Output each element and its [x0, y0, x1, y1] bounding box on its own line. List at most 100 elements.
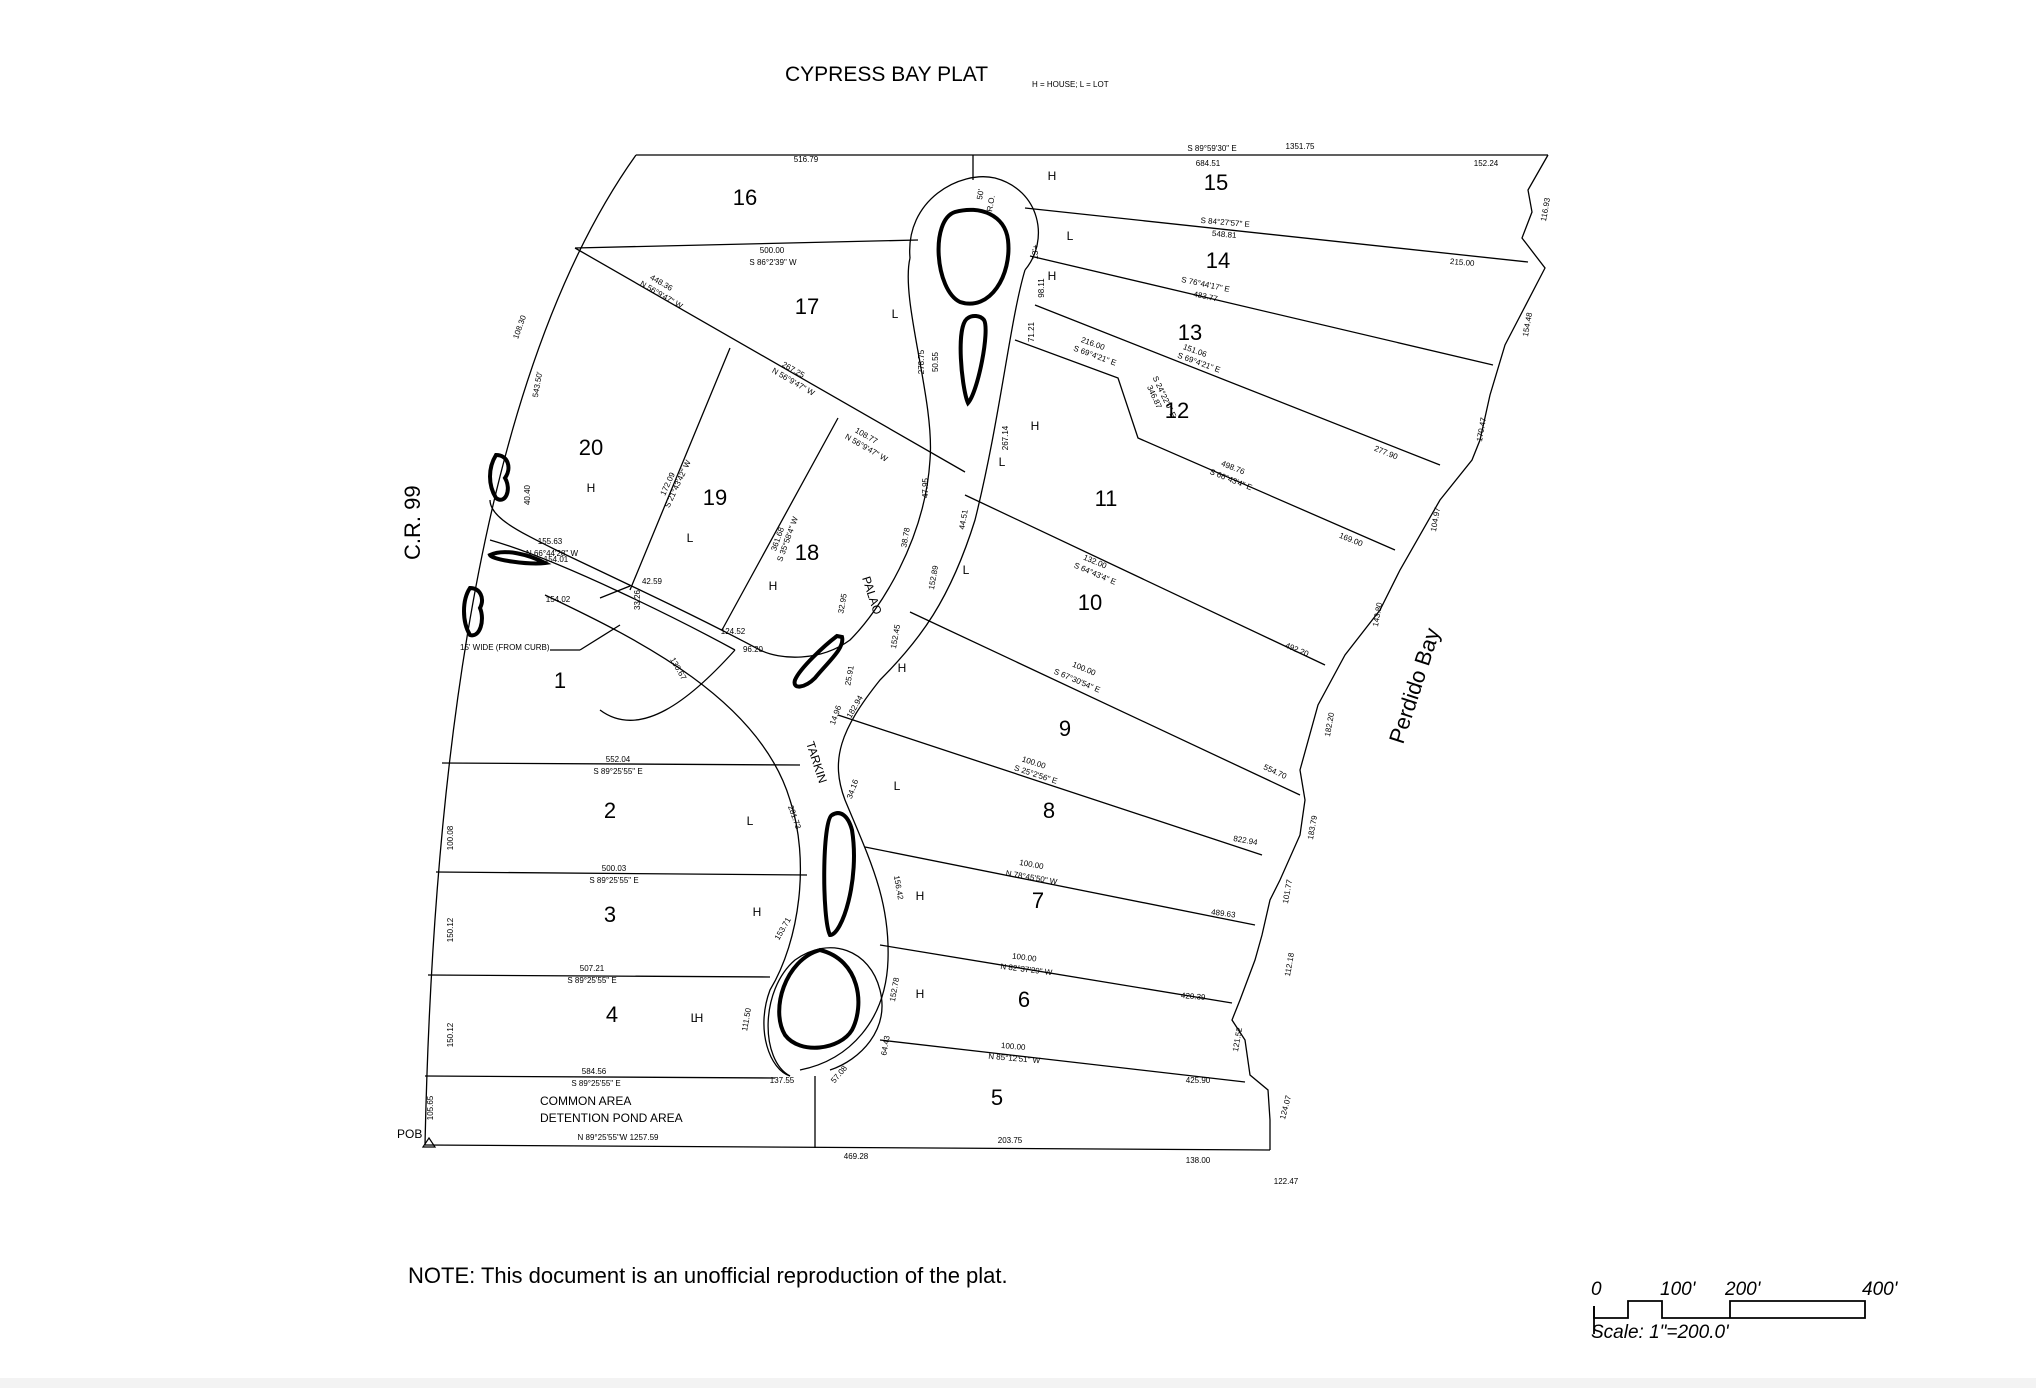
- bearing-label: 154.48: [1521, 311, 1534, 337]
- bearing-label: 469.28: [844, 1152, 869, 1161]
- bearing-label: 40.40: [523, 484, 532, 505]
- road-label: C.R. 99: [400, 485, 425, 560]
- hl-mark: L: [892, 307, 899, 321]
- lot-lines: [424, 155, 1529, 1148]
- bearing-label: 150.12: [446, 917, 455, 942]
- bearing-label: 130.67: [668, 656, 688, 682]
- lot-number: 8: [1043, 798, 1055, 823]
- bearing-label: 98.11: [1037, 278, 1046, 298]
- bearing-label: 277.90: [1373, 444, 1400, 462]
- bearing-label: 64.43: [879, 1034, 891, 1056]
- bearing-label: 152.89: [927, 564, 940, 590]
- bearing-label: 215.00: [1450, 257, 1476, 268]
- bearing-label: 44.51: [957, 508, 969, 530]
- bearing-label: 112.18: [1283, 951, 1296, 977]
- bearing-label: N 89°25'55"W 1257.59: [578, 1133, 660, 1142]
- bearing-label: 152.78: [888, 976, 901, 1002]
- bearing-label: 154.02: [546, 595, 571, 604]
- hl-mark: L: [999, 455, 1006, 469]
- bearing-label: 822.94: [1233, 834, 1259, 847]
- bearing-label: 483.77: [1193, 290, 1219, 304]
- scale-label: Scale: 1"=200.0': [1591, 1322, 1730, 1343]
- bearing-label: 100.00: [1001, 1041, 1027, 1052]
- hl-mark: H: [898, 661, 907, 675]
- legend-text: H = HOUSE; L = LOT: [1032, 80, 1109, 89]
- outer-boundary: [424, 154, 1549, 1151]
- bearing-label: 100.00: [1019, 858, 1045, 871]
- bearing-label: 169.00: [1338, 531, 1365, 549]
- bearing-label: S 89°25'55" E: [567, 976, 616, 985]
- bearing-label: 138.00: [1186, 1156, 1211, 1165]
- bearing-label: 183.79: [1306, 814, 1319, 840]
- bearing-label: 121.52: [1231, 1026, 1244, 1052]
- hl-mark: H: [587, 481, 596, 495]
- bearing-label: 124.52: [721, 627, 746, 636]
- bearing-label: 492.20: [1284, 641, 1311, 659]
- scale-tick-400: 400': [1862, 1279, 1899, 1300]
- bearing-label: 108.30: [511, 314, 528, 341]
- bearing-label: 25.91: [843, 664, 855, 686]
- bearing-label: S 84°27'57" E: [1200, 216, 1250, 229]
- hl-mark: L: [894, 779, 901, 793]
- bearing-label: S 89°25'55" E: [593, 767, 642, 776]
- bearing-label: 156.42: [892, 875, 905, 901]
- bearing-label: 182.20: [1323, 711, 1336, 737]
- bearing-label: 47.95: [921, 477, 930, 498]
- bearing-label: 281.73: [786, 804, 803, 831]
- bearing-label: 104.97: [1429, 506, 1442, 532]
- bearing-label: 13'+: [1031, 244, 1040, 259]
- hl-mark: L: [687, 531, 694, 545]
- plat-title: CYPRESS BAY PLAT: [785, 63, 988, 86]
- bearing-label: 116.93: [1539, 196, 1552, 222]
- lot-number: 7: [1032, 888, 1044, 913]
- bearing-label: 71.21: [1027, 321, 1036, 342]
- bearing-label: 420.39: [1181, 991, 1207, 1002]
- hl-mark: H: [695, 1011, 704, 1025]
- hl-mark: L: [1067, 229, 1074, 243]
- bearing-label: 50.55: [931, 351, 940, 372]
- common-area-label: COMMON AREA: [540, 1094, 631, 1108]
- bearing-label: 684.51: [1196, 159, 1221, 168]
- bearing-label: N 78°45'50" W: [1005, 869, 1058, 887]
- scale-tick-0: 0: [1591, 1279, 1602, 1300]
- lot-number: 19: [703, 485, 727, 510]
- bearing-label: 516.79: [794, 155, 819, 164]
- hl-mark: H: [1048, 169, 1057, 183]
- bearing-label: N 66°44'28" W: [526, 549, 578, 558]
- lot-number: 9: [1059, 716, 1071, 741]
- scale-tick-200: 200': [1724, 1279, 1762, 1300]
- bottom-bar: [0, 1378, 2036, 1388]
- bearing-label: 105.65: [426, 1095, 435, 1120]
- lot-number: 20: [579, 435, 603, 460]
- lot-number: 17: [795, 294, 819, 319]
- bearing-label: 500.00: [760, 246, 785, 255]
- lot-number: 14: [1206, 248, 1230, 273]
- bearing-label: 150.12: [446, 1022, 455, 1047]
- detention-pond-label: DETENTION POND AREA: [540, 1111, 683, 1125]
- bearing-label: 1351.75: [1286, 142, 1315, 151]
- hl-mark: H: [1048, 269, 1057, 283]
- lot-number: 12: [1165, 398, 1189, 423]
- water-label: Perdido Bay: [1384, 625, 1445, 747]
- lot-number: 3: [604, 902, 616, 927]
- bearing-label: S 89°25'55" E: [571, 1079, 620, 1088]
- bearing-label: 489.63: [1211, 908, 1237, 920]
- bearing-label: 154.01: [544, 555, 569, 564]
- bearing-label: 425.90: [1186, 1076, 1211, 1085]
- bearing-label: 122.47: [1274, 1177, 1299, 1186]
- bearing-label: 32.95: [836, 592, 848, 614]
- lot-number: 10: [1078, 590, 1102, 615]
- bearing-label: 203.75: [998, 1136, 1023, 1145]
- bearing-label: 100.08: [446, 825, 455, 850]
- bearing-label: 548.81: [1212, 229, 1238, 240]
- bearing-label: N 85°12'51" W: [988, 1052, 1041, 1066]
- bearing-label: 267.14: [1001, 425, 1010, 450]
- pob-label: POB: [397, 1127, 422, 1141]
- hl-mark: H: [769, 579, 778, 593]
- bearing-label: 278.75: [917, 349, 926, 374]
- bearing-label: 34.16: [845, 778, 860, 800]
- bearing-label: 124.07: [1278, 1094, 1293, 1120]
- lot-number: 16: [733, 185, 757, 210]
